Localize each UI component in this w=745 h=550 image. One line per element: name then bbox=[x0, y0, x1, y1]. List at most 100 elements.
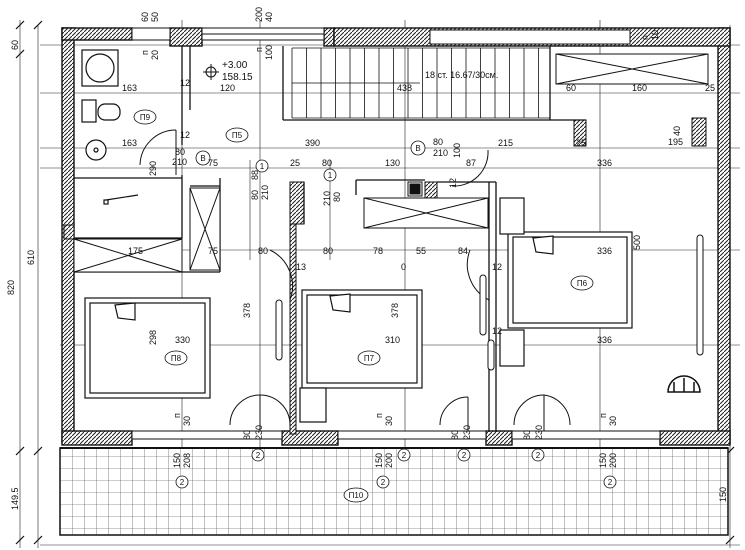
dim-r3-130: 130 bbox=[385, 158, 400, 168]
dim-left-820: 820 bbox=[6, 280, 16, 295]
dim-r3-336: 336 bbox=[597, 158, 612, 168]
room-p6: П6 bbox=[577, 279, 588, 288]
top-open-p3: п bbox=[640, 35, 650, 40]
stairs-note: 18 ст. 16.67/30см. bbox=[425, 70, 498, 80]
door-p-a: п bbox=[172, 413, 182, 418]
axis-mark-2e: 2 bbox=[462, 451, 467, 460]
dim-r4-175: 175 bbox=[128, 246, 143, 256]
door-230-c: 230 bbox=[534, 425, 544, 440]
dim-right-195: 195 bbox=[668, 137, 683, 147]
axis-mark-2d: 2 bbox=[381, 478, 386, 487]
door-leaves bbox=[275, 234, 704, 371]
bathroom-fixtures bbox=[81, 49, 139, 205]
beds bbox=[84, 197, 633, 423]
room-p9: П9 bbox=[140, 113, 151, 122]
dim-v-80a: 80 bbox=[250, 190, 260, 200]
axis-mark-2: 2 bbox=[256, 451, 261, 460]
dim-r4-13: 13 bbox=[296, 262, 306, 272]
dim-r4-80b: 80 bbox=[323, 246, 333, 256]
dim-right-500: 500 bbox=[632, 235, 642, 250]
dim-r2-80b: 80 bbox=[433, 137, 443, 147]
dim-r2-80: 80 bbox=[175, 147, 185, 157]
door-80-a: 80 bbox=[242, 430, 252, 440]
dim-r3-87: 87 bbox=[466, 158, 476, 168]
dim-v-80b: 80 bbox=[332, 192, 342, 202]
dim-r2-163: 163 bbox=[122, 138, 137, 148]
door-30-b: 30 bbox=[384, 416, 394, 426]
axis-mark-b: B bbox=[200, 154, 205, 163]
door-30-a: 30 bbox=[182, 416, 192, 426]
dim-t-163: 163 bbox=[122, 83, 137, 93]
top-open-p2: п bbox=[254, 47, 264, 52]
dim-v-290: 290 bbox=[148, 161, 158, 176]
dim-v-12: 12 bbox=[448, 178, 458, 188]
dim-r4-55: 55 bbox=[416, 246, 426, 256]
top-open-100: 100 bbox=[264, 45, 274, 60]
elevation-absolute: 158.15 bbox=[222, 72, 253, 83]
dim-left-149: 149.5 bbox=[10, 487, 20, 510]
door-p-b: п bbox=[374, 413, 384, 418]
wardrobes bbox=[73, 53, 709, 273]
staircase bbox=[291, 47, 550, 119]
dim-t-438: 438 bbox=[397, 83, 412, 93]
dim-r2-12: 12 bbox=[180, 130, 190, 140]
room-p8: П8 bbox=[171, 354, 182, 363]
door-80-b: 80 bbox=[450, 430, 460, 440]
top-open-p1: п bbox=[140, 50, 150, 55]
balc-200-c: 200 bbox=[608, 453, 618, 468]
top-open-200: 200 bbox=[254, 7, 264, 22]
door-230-b: 230 bbox=[462, 425, 472, 440]
dim-right-40: 40 bbox=[672, 126, 682, 136]
dim-t-60: 60 bbox=[566, 83, 576, 93]
dim-r3-25: 25 bbox=[290, 158, 300, 168]
dim-r2-25: 25 bbox=[576, 138, 586, 148]
balc-150-b: 150 bbox=[374, 453, 384, 468]
room-p5: П5 bbox=[232, 131, 243, 140]
top-open-40: 40 bbox=[264, 12, 274, 22]
dim-v-210b: 210 bbox=[322, 191, 332, 206]
elevation-marker-icon bbox=[203, 64, 219, 80]
dim-v-88: 88 bbox=[250, 170, 260, 180]
axis-mark-2g: 2 bbox=[608, 478, 613, 487]
door-p-c: п bbox=[598, 413, 608, 418]
dim-r4-84: 84 bbox=[458, 246, 468, 256]
dim-r2-390: 390 bbox=[305, 138, 320, 148]
elevation-relative: +3.00 bbox=[222, 60, 248, 71]
dim-r2-210: 210 bbox=[172, 157, 187, 167]
axis-mark-1b: 1 bbox=[328, 171, 333, 180]
balcony bbox=[59, 447, 729, 536]
axis-mark-1: 1 bbox=[260, 162, 265, 171]
dim-v-298: 298 bbox=[148, 330, 158, 345]
dim-r2-210b: 210 bbox=[433, 148, 448, 158]
radiator bbox=[667, 375, 701, 393]
dim-r4-80: 80 bbox=[258, 246, 268, 256]
dim-r5-336: 336 bbox=[597, 335, 612, 345]
balc-150-c: 150 bbox=[598, 453, 608, 468]
room-p7: П7 bbox=[364, 354, 375, 363]
axis-mark-2b: 2 bbox=[180, 478, 185, 487]
balc-150-a: 150 bbox=[172, 453, 182, 468]
door-230-a: 230 bbox=[254, 425, 264, 440]
dim-r2-215: 215 bbox=[498, 138, 513, 148]
dim-v-210a: 210 bbox=[260, 185, 270, 200]
top-open-10: 10 bbox=[650, 30, 660, 40]
dim-left-610: 610 bbox=[26, 250, 36, 265]
dim-left-60: 60 bbox=[10, 40, 20, 50]
dim-t-160: 160 bbox=[632, 83, 647, 93]
dim-t-12: 12 bbox=[180, 78, 190, 88]
axis-marks bbox=[175, 140, 617, 489]
dim-r4-75: 75 bbox=[208, 246, 218, 256]
interior-walls bbox=[63, 119, 587, 435]
dim-r4-336: 336 bbox=[597, 246, 612, 256]
axis-mark-b-2: B bbox=[415, 144, 420, 153]
door-80-c: 80 bbox=[522, 430, 532, 440]
balc-208: 208 bbox=[182, 453, 192, 468]
dim-r5-310: 310 bbox=[385, 335, 400, 345]
dim-v-378b: 378 bbox=[390, 303, 400, 318]
dim-right-150: 150 bbox=[718, 487, 728, 502]
room-tags bbox=[133, 109, 594, 503]
dim-t-120: 120 bbox=[220, 83, 235, 93]
top-open-60: 60 bbox=[140, 12, 150, 22]
room-p10: П10 bbox=[349, 491, 364, 500]
